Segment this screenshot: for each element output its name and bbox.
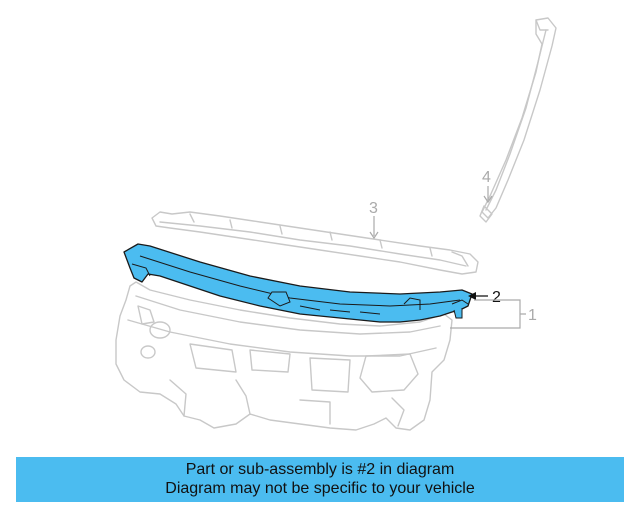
cowl-top-part-2 [123, 243, 473, 323]
info-banner: Part or sub-assembly is #2 in diagram Di… [16, 457, 624, 502]
banner-line-2: Diagram may not be specific to your vehi… [165, 480, 475, 497]
callout-4: 4 [482, 169, 491, 186]
dash-panel-part-1 [115, 281, 453, 431]
pillar-part-4 [479, 17, 557, 223]
callout-1: 1 [528, 307, 537, 324]
callout-1-group: 1 [450, 299, 537, 329]
callout-2-group: 2 [468, 289, 501, 306]
callout-2: 2 [492, 289, 501, 306]
callout-3-group: 3 [369, 200, 379, 240]
callout-3: 3 [369, 200, 378, 217]
parts-diagram: 4 3 2 1 [115, 17, 557, 431]
banner-line-1: Part or sub-assembly is #2 in diagram [185, 461, 455, 478]
cowl-panel-part-3 [151, 211, 479, 275]
callout-4-group: 4 [482, 169, 493, 204]
